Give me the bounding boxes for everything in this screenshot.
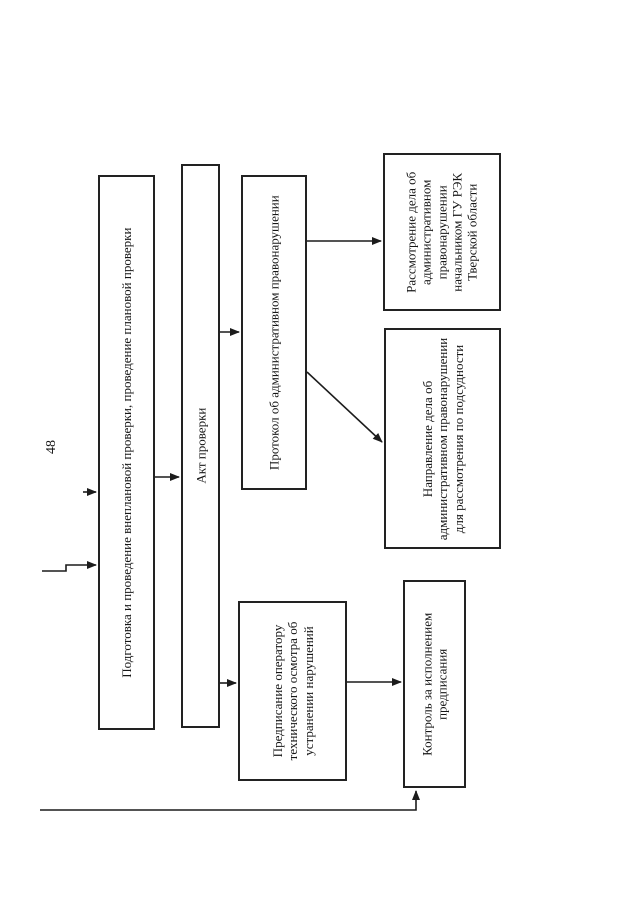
box-administrative-protocol: Протокол об административном правонаруше…: [241, 175, 307, 490]
box-control-label: Контроль за исполнением предписания: [419, 612, 450, 756]
box-case-consideration: Рассмотрение дела об административном пр…: [383, 153, 501, 311]
box-case-consideration-label: Рассмотрение дела об административном пр…: [403, 171, 480, 293]
box-preparation-inspection: Подготовка и проведение внеплановой пров…: [98, 175, 155, 730]
box-administrative-protocol-label: Протокол об административном правонаруше…: [266, 195, 282, 470]
box-preparation-inspection-label: Подготовка и проведение внеплановой пров…: [118, 227, 134, 678]
box-case-referral-label: Направление дела об административном пра…: [419, 337, 466, 540]
box-inspection-act-label: Акт проверки: [192, 407, 208, 485]
box-inspection-act: Акт проверки: [181, 164, 220, 728]
box-control: Контроль за исполнением предписания: [403, 580, 466, 788]
box-prescription: Предписание оператору технического осмот…: [238, 601, 347, 781]
page-number: 48: [44, 440, 59, 454]
arrow-stepped-into-preparation: [42, 561, 97, 572]
box-case-referral: Направление дела об административном пра…: [384, 328, 501, 549]
arrow-protocol-to-referral: [306, 371, 383, 443]
box-prescription-label: Предписание оператору технического осмот…: [269, 621, 316, 761]
arrow-feedback-line: [40, 790, 420, 811]
